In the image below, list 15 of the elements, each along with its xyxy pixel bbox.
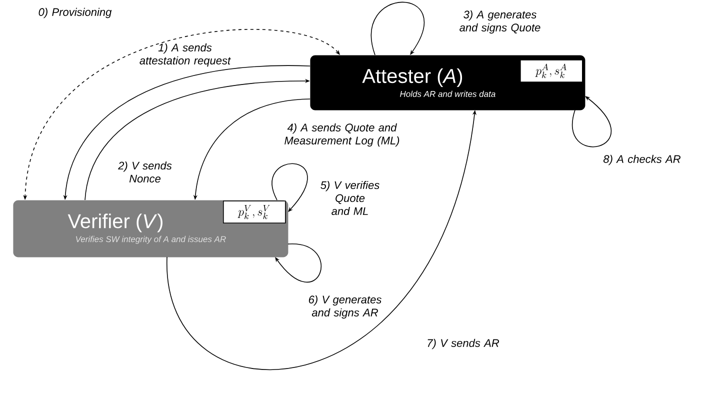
edge-label: 1) A sends attestation request [140,43,231,67]
arrow [275,244,322,282]
arrow [371,2,424,56]
edge-label: 8) A checks AR [603,154,680,166]
edge-label: 2) V sends Nonce [118,161,172,183]
edge-label: 0) Provisioning [38,8,112,18]
edge-label: 5) V verifies Quote and ML [320,180,380,216]
edge-label: 3) A generates and signs Quote [460,10,540,34]
edge-label: 7) V sends AR [428,338,500,350]
key-box: $p_k^V, s_k^V$ [223,200,286,224]
key-box: $p_k^A, s_k^A$ [520,60,583,82]
edge-label: 6) V generates and signs AR [308,295,382,319]
edge-label: 4) A sends Quote and Measurement Log (ML) [284,123,400,147]
arrow [572,96,612,148]
arrow [272,163,308,212]
